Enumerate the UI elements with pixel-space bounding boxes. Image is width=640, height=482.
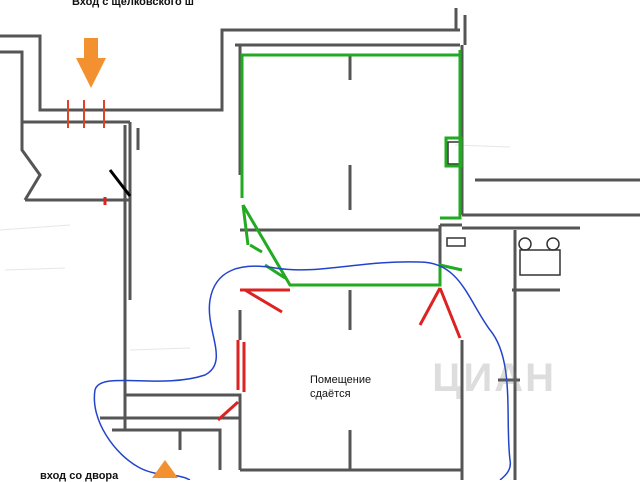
fixtures — [446, 141, 561, 276]
door-ticks — [67, 100, 105, 128]
arrow-down-icon — [76, 38, 106, 88]
blue-outline — [94, 261, 512, 480]
rent-notice: Помещение сдаётся — [310, 373, 371, 401]
green-route — [240, 50, 463, 287]
door-swing — [108, 169, 132, 197]
entrance-street-label: Вход с щелковского ш — [72, 0, 194, 8]
walls — [0, 8, 640, 480]
entrance-yard-label: вход со двора — [40, 470, 119, 482]
watermark: ЦИАН — [432, 356, 556, 400]
background-faint-lines — [0, 144, 511, 351]
rent-notice-line1: Помещение — [310, 374, 372, 386]
red-marks — [103, 197, 462, 422]
arrow-up-icon — [152, 460, 178, 478]
rent-notice-line2: сдаётся — [310, 388, 351, 400]
blue-outline-lower — [93, 389, 191, 480]
